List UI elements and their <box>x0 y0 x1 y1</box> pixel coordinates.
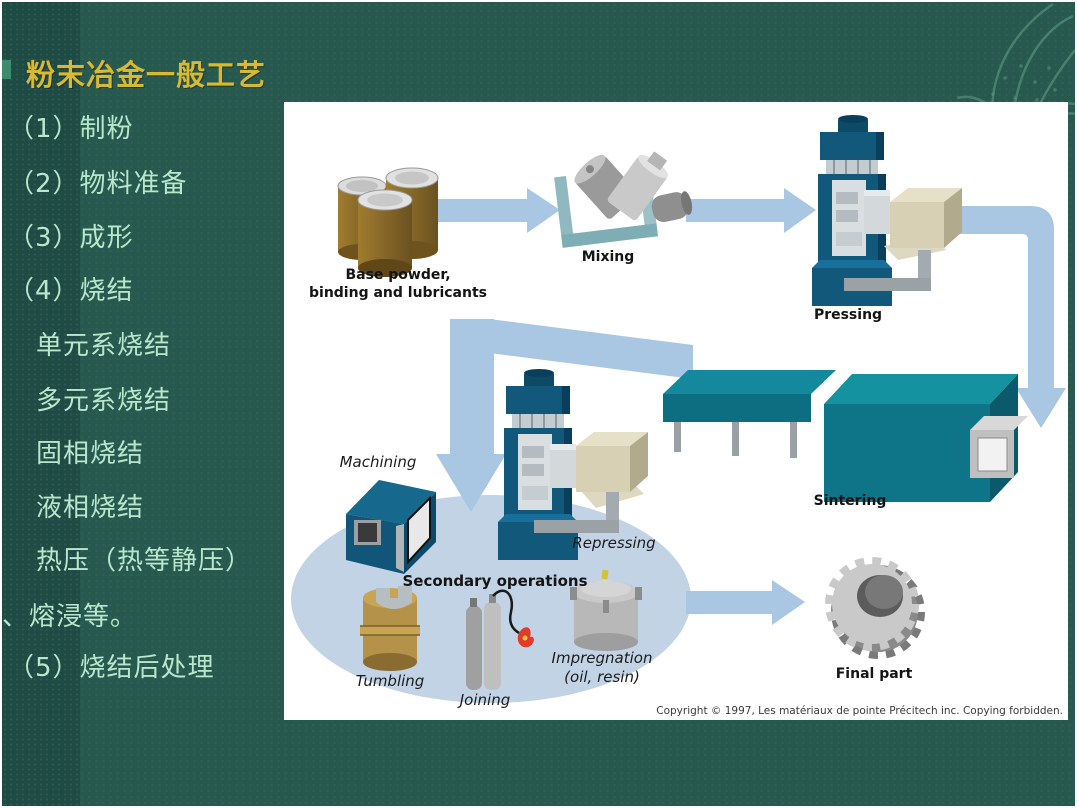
arrow-pressing-to-sintering <box>956 206 1066 428</box>
left-texture-strip <box>2 2 80 806</box>
label-joining: Joining <box>459 691 511 709</box>
outline-panel: 粉末冶金一般工艺 （1）制粉 （2）物料准备 （3）成形 （4）烧结单元系烧结多元系烧… <box>2 2 302 806</box>
arrow-powder-to-mixing <box>435 188 560 233</box>
label-repressing: Repressing <box>572 534 656 552</box>
page-title: 粉末冶金一般工艺 <box>26 58 267 92</box>
bullet-item: （3）成形 <box>8 223 134 253</box>
arrow-secondary-to-final <box>686 580 805 625</box>
label-secondary-operations: Secondary operations <box>402 572 588 590</box>
title-bullet-marker <box>2 60 11 79</box>
mixing-machine <box>554 151 693 248</box>
label-mixing: Mixing <box>581 249 635 265</box>
label-impregnation: Impregnation (oil, resin) <box>551 649 653 686</box>
label-tumbling: Tumbling <box>355 672 425 690</box>
sintering-furnace <box>663 370 1028 502</box>
label-machining: Machining <box>339 453 417 471</box>
joining-torch <box>466 589 534 690</box>
final-part-gear <box>825 557 925 659</box>
process-diagram-panel: Base powder, binding and lubricants Mixi… <box>284 102 1068 720</box>
bullet-item: 、熔浸等。 <box>2 602 138 632</box>
bullet-item: （5）烧结后处理 <box>8 653 215 683</box>
arrow-sintering-to-secondary <box>436 319 693 512</box>
process-diagram-graphic <box>291 114 1066 703</box>
copyright-notice: Copyright © 1997, Les matériaux de point… <box>656 705 1063 717</box>
arrow-mixing-to-pressing <box>686 188 816 233</box>
powder-barrels <box>337 167 439 277</box>
label-final-part: Final part <box>835 666 913 682</box>
machining-machine <box>346 480 436 574</box>
tumbling-barrel <box>360 586 420 671</box>
label-base-powder: Base powder, binding and lubricants <box>308 267 488 301</box>
bullet-item: 固相烧结 <box>36 439 145 469</box>
bullet-item: （1）制粉 <box>8 114 134 144</box>
bullet-item: （2）物料准备 <box>8 169 188 199</box>
bullet-item: （4）烧结 <box>8 276 134 306</box>
bullet-item: 热压（热等静压） <box>36 546 253 576</box>
bullet-item: 多元系烧结 <box>36 386 172 416</box>
bullet-item: 单元系烧结 <box>36 331 172 361</box>
bullet-item: 液相烧结 <box>36 493 145 523</box>
impregnation-vessel <box>570 569 642 651</box>
label-sintering: Sintering <box>813 493 887 509</box>
repressing-machine <box>497 368 648 561</box>
label-pressing: Pressing <box>813 307 883 323</box>
pressing-machine <box>811 114 962 307</box>
